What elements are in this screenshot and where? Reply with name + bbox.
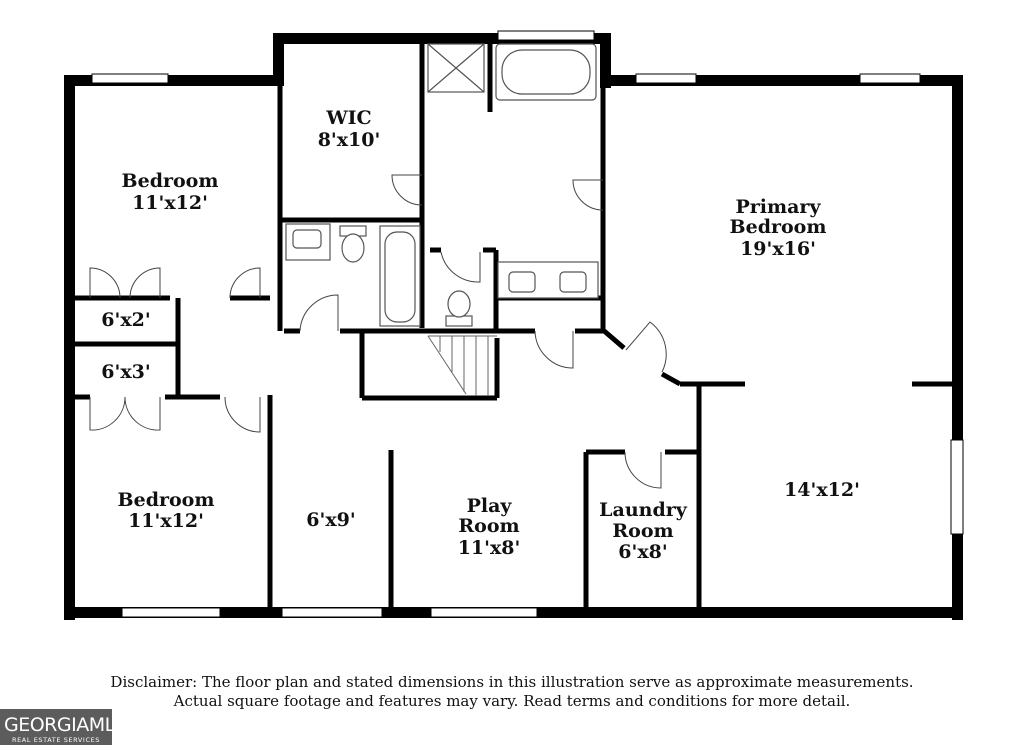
disclaimer-line2: Actual square footage and features may v… xyxy=(173,692,851,710)
play-room-dims: 11'x8' xyxy=(458,537,521,559)
logo-text: GEORGIAMLS xyxy=(4,714,127,736)
floor-plan: WIC 8'x10' Bedroom 11'x12' Primary Bedro… xyxy=(64,30,964,620)
primary-label-line2: Bedroom xyxy=(730,216,827,238)
bedroom-top-dims: 11'x12' xyxy=(132,192,208,214)
room-labels: WIC 8'x10' Bedroom 11'x12' Primary Bedro… xyxy=(101,107,860,563)
stairs xyxy=(427,335,497,396)
closet-6x3-dims: 6'x3' xyxy=(101,361,150,383)
windows xyxy=(91,30,964,618)
room-14x12-dims: 14'x12' xyxy=(784,479,860,501)
laundry-dims: 6'x8' xyxy=(618,541,667,563)
play-room-label-line1: Play xyxy=(467,495,513,517)
interior-walls xyxy=(75,40,952,607)
logo-subtext: REAL ESTATE SERVICES xyxy=(11,736,101,744)
bedroom-bottom-dims: 11'x12' xyxy=(128,510,204,532)
play-room-label-line2: Room xyxy=(458,515,519,537)
bedroom-bottom-label: Bedroom xyxy=(118,489,215,511)
hall-6x9-dims: 6'x9' xyxy=(306,509,355,531)
bath-fixtures xyxy=(285,43,599,327)
closet-6x2-dims: 6'x2' xyxy=(101,309,150,331)
disclaimer-line1: Disclaimer: The floor plan and stated di… xyxy=(110,673,914,691)
primary-dims: 19'x16' xyxy=(740,238,816,260)
wic-label: WIC xyxy=(325,107,371,129)
bedroom-top-label: Bedroom xyxy=(122,170,219,192)
doors xyxy=(89,174,667,489)
georgia-mls-logo: GEORGIAMLS REAL ESTATE SERVICES xyxy=(0,709,127,745)
laundry-label-line2: Room xyxy=(612,520,673,542)
laundry-label-line1: Laundry xyxy=(599,499,688,521)
wic-dims: 8'x10' xyxy=(318,129,381,151)
primary-label-line1: Primary xyxy=(736,196,822,218)
